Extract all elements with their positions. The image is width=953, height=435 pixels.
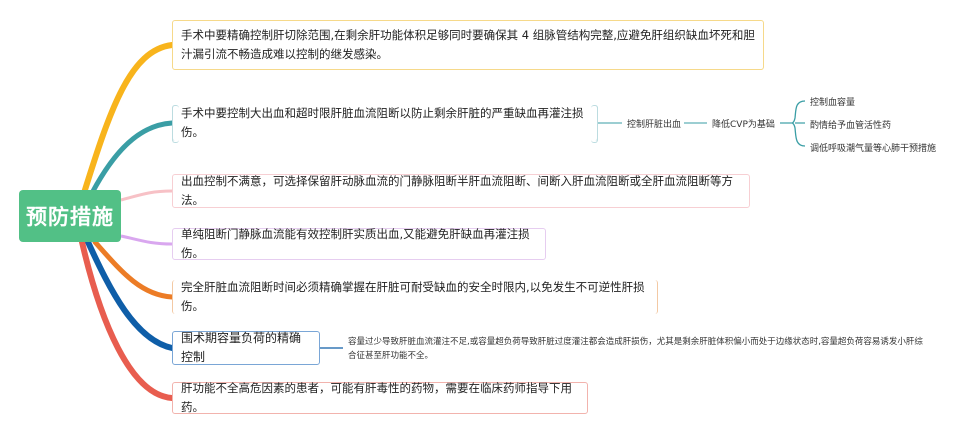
- branch-text: 出血控制不满意，可选择保留肝动脉血流的门静脉阻断半肝血流阻断、间断入肝血流阻断或…: [181, 174, 733, 207]
- branch-text: 肝功能不全高危因素的患者，可能有肝毒性的药物，需要在临床药师指导下用药。: [181, 381, 572, 414]
- subnode-text: 控制肝脏出血: [627, 120, 682, 130]
- branch-text: 围术期容量负荷的精确控制: [181, 331, 302, 364]
- branch-node-blood-flow-occlusion[interactable]: 出血控制不满意，可选择保留肝动脉血流的门静脉阻断半肝血流阻断、间断入肝血流阻断或…: [172, 174, 750, 208]
- branch-text: 手术中要精确控制肝切除范围,在剩余肝功能体积足够同时要确保其 4 组脉管结构完整…: [181, 28, 755, 61]
- root-label: 预防措施: [26, 205, 114, 229]
- branch-node-portal-vein-occlusion[interactable]: 单纯阻断门静脉血流能有效控制肝实质出血,又能避免肝缺血再灌注损伤。: [172, 227, 546, 260]
- branch-text: 手术中要控制大出血和超时限肝脏血流阻断以防止剩余肝脏的严重缺血再灌注损伤。: [181, 106, 584, 139]
- branch-text: 单纯阻断门静脉血流能有效控制肝实质出血,又能避免肝缺血再灌注损伤。: [181, 227, 530, 260]
- branch-node-volume-control[interactable]: 围术期容量负荷的精确控制: [172, 331, 320, 365]
- branch-node-hepatotoxic-drugs[interactable]: 肝功能不全高危因素的患者，可能有肝毒性的药物，需要在临床药师指导下用药。: [172, 381, 588, 414]
- subnode-control-blood-volume[interactable]: 控制血容量: [810, 95, 855, 108]
- branch-node-control-bleeding[interactable]: 手术中要控制大出血和超时限肝脏血流阻断以防止剩余肝脏的严重缺血再灌注损伤。: [172, 105, 598, 143]
- subnode-text: 降低CVP为基础: [712, 120, 775, 130]
- subnode-control-liver-bleeding[interactable]: 控制肝脏出血: [627, 117, 681, 130]
- subnode-volume-explanation[interactable]: 容量过少导致肝脏血流灌注不足,或容量超负荷导致肝脏过度灌注都会造成肝损伤，尤其是…: [348, 335, 928, 363]
- subnode-lower-cvp[interactable]: 降低CVP为基础: [712, 117, 775, 130]
- subnode-text: 调低呼吸潮气量等心肺干预措施: [810, 144, 937, 154]
- subnode-text: 酌情给予血管活性药: [810, 121, 892, 131]
- branch-node-occlusion-time-limit[interactable]: 完全肝脏血流阻断时间必须精确掌握在肝脏可耐受缺血的安全时限内,以免发生不可逆性肝…: [172, 280, 658, 314]
- branch-text: 完全肝脏血流阻断时间必须精确掌握在肝脏可耐受缺血的安全时限内,以免发生不可逆性肝…: [181, 280, 645, 313]
- subnode-text: 容量过少导致肝脏血流灌注不足,或容量超负荷导致肝脏过度灌注都会造成肝损伤，尤其是…: [348, 337, 923, 361]
- subnode-vasoactive-drugs[interactable]: 酌情给予血管活性药: [810, 118, 891, 131]
- subnode-cardiopulmonary-measures[interactable]: 调低呼吸潮气量等心肺干预措施: [810, 141, 936, 154]
- root-topic[interactable]: 预防措施: [19, 190, 121, 242]
- branch-node-precise-resection[interactable]: 手术中要精确控制肝切除范围,在剩余肝功能体积足够同时要确保其 4 组脉管结构完整…: [172, 20, 764, 70]
- subnode-text: 控制血容量: [810, 98, 856, 108]
